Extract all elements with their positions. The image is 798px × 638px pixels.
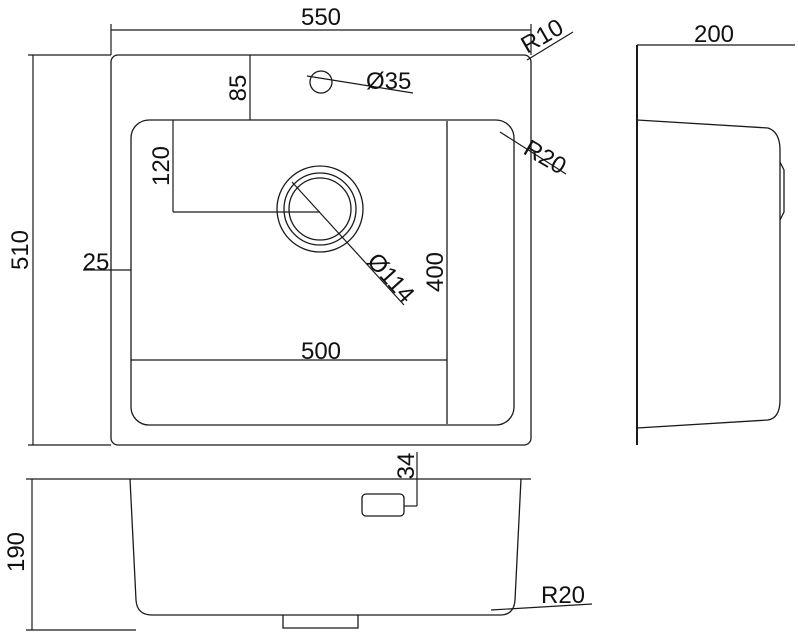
d114-leader <box>291 181 405 306</box>
side-view-overflow <box>779 161 785 221</box>
r20-top-label: R20 <box>519 135 571 180</box>
dim-34-label: 34 <box>393 453 420 480</box>
drain-outlet-stub <box>282 615 359 629</box>
r20-bottom-label: R20 <box>541 582 585 609</box>
side-view-bowl-outline <box>636 119 781 429</box>
drain-inner-ring <box>288 177 352 241</box>
dim-550-label: 550 <box>301 4 341 31</box>
dim-500-label: 500 <box>301 338 341 365</box>
dim-85-label: 85 <box>225 75 252 102</box>
overflow-slot <box>361 493 405 517</box>
front-view: 34 190 R20 <box>3 452 593 631</box>
inner-bowl-outline <box>130 119 515 426</box>
front-view-bowl-outline <box>129 478 522 616</box>
d35-label: Ø35 <box>366 68 411 95</box>
drain-outer-ring <box>276 165 364 253</box>
r10-label: R10 <box>517 14 569 59</box>
r20-top-leader <box>499 131 567 175</box>
dim-400-label: 400 <box>422 252 449 292</box>
d35-leader <box>306 75 414 94</box>
dim-120-label: 120 <box>148 146 175 186</box>
top-view: 550 R10 510 85 Ø35 120 R20 Ø114 25 400 5… <box>7 4 574 446</box>
dim-510-label: 510 <box>7 230 34 270</box>
dim-200-label: 200 <box>694 21 734 48</box>
r20-bottom-leader <box>490 603 593 611</box>
outer-rim-outline <box>110 54 532 446</box>
drain-middle-ring <box>283 172 357 246</box>
dim-190-label: 190 <box>3 532 30 572</box>
d114-label: Ø114 <box>362 248 420 308</box>
dim-25-label: 25 <box>83 249 110 276</box>
side-view: 200 <box>636 21 795 445</box>
tap-hole <box>309 70 333 94</box>
r10-leader <box>526 31 574 61</box>
